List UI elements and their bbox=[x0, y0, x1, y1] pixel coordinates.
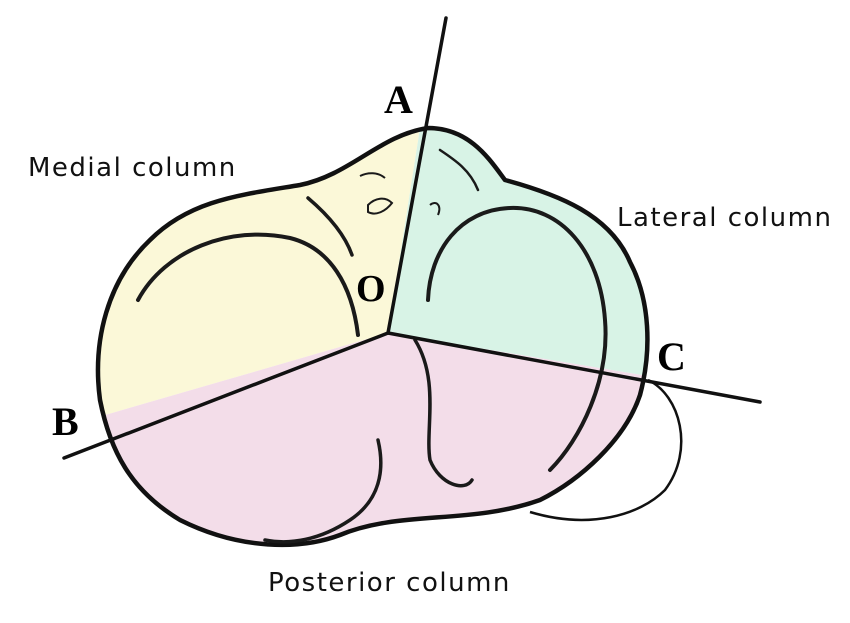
medial-column-label: Medial column bbox=[28, 153, 237, 183]
point-o-label: O bbox=[356, 268, 386, 310]
fibular-outline bbox=[529, 378, 683, 522]
posterior-column-region bbox=[98, 333, 648, 545]
posterior-notch-line bbox=[263, 438, 383, 544]
point-b-label: B bbox=[52, 399, 79, 444]
point-a-label: A bbox=[384, 77, 413, 122]
medial-condyle-arc bbox=[136, 232, 360, 337]
posterior-column-label: Posterior column bbox=[268, 568, 511, 598]
lateral-spine-mark-2 bbox=[429, 202, 441, 216]
plateau-outline bbox=[95, 125, 650, 548]
line-oc bbox=[386, 331, 762, 404]
medial-spine-mark-2 bbox=[359, 172, 386, 179]
point-c-label: C bbox=[657, 334, 686, 379]
medial-column-region bbox=[98, 128, 440, 460]
posterior-groove-line bbox=[413, 338, 474, 488]
medial-spine-mark-1 bbox=[367, 197, 394, 215]
lateral-condyle-arc bbox=[426, 205, 608, 472]
line-oa bbox=[386, 16, 448, 335]
lateral-spine-mark bbox=[438, 148, 480, 192]
line-ob bbox=[62, 331, 390, 460]
medial-spine-line bbox=[306, 196, 354, 257]
lateral-column-label: Lateral column bbox=[617, 203, 833, 233]
